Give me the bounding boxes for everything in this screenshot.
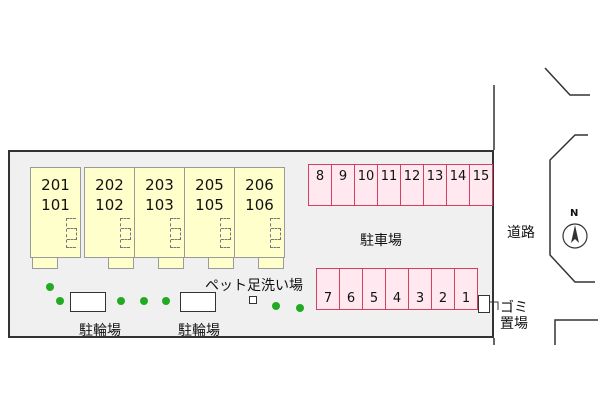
stair-outline bbox=[221, 228, 231, 240]
compass-north-label: N bbox=[570, 208, 579, 219]
unit-number-upper: 205 bbox=[195, 176, 224, 194]
unit-number-lower: 101 bbox=[41, 196, 70, 214]
parking-space: 13 bbox=[423, 164, 447, 206]
parking-space: 8 bbox=[308, 164, 332, 206]
unit-entrance-tab bbox=[158, 257, 184, 269]
parking-space: 10 bbox=[354, 164, 378, 206]
garbage-label-line1: ゴミ bbox=[500, 300, 528, 316]
garbage-label-line2: 置場 bbox=[500, 316, 528, 332]
parking-lot-label: 駐車場 bbox=[360, 233, 402, 249]
parking-space: 5 bbox=[362, 268, 386, 310]
parking-space: 3 bbox=[408, 268, 432, 310]
tree-dot bbox=[56, 297, 64, 305]
parking-space: 9 bbox=[331, 164, 355, 206]
stair-outline bbox=[120, 218, 130, 248]
unit-number-lower: 106 bbox=[245, 196, 274, 214]
tree-dot bbox=[117, 297, 125, 305]
stair-outline bbox=[170, 218, 180, 248]
stair-outline bbox=[270, 218, 280, 248]
parking-space: 1 bbox=[454, 268, 478, 310]
bicycle-parking-left bbox=[70, 292, 106, 312]
parking-space: 4 bbox=[385, 268, 409, 310]
unit-entrance-tab bbox=[108, 257, 134, 269]
unit-entrance-tab bbox=[258, 257, 284, 269]
parking-space: 7 bbox=[316, 268, 340, 310]
tree-dot bbox=[296, 304, 304, 312]
tree-dot bbox=[272, 302, 280, 310]
unit-number-lower: 103 bbox=[145, 196, 174, 214]
tree-dot bbox=[46, 283, 54, 291]
parking-space: 2 bbox=[431, 268, 455, 310]
unit-number-upper: 203 bbox=[145, 176, 174, 194]
unit-number-upper: 206 bbox=[245, 176, 274, 194]
bicycle-parking-left-label: 駐輪場 bbox=[79, 323, 121, 339]
unit-number-upper: 201 bbox=[41, 176, 70, 194]
road-label: 道路 bbox=[507, 225, 535, 241]
stair-outline bbox=[271, 228, 281, 240]
parking-space: 15 bbox=[469, 164, 493, 206]
compass-icon bbox=[562, 223, 588, 249]
unit-number-lower: 105 bbox=[195, 196, 224, 214]
unit-entrance-tab bbox=[208, 257, 234, 269]
unit-number-lower: 102 bbox=[95, 196, 124, 214]
tree-dot bbox=[162, 297, 170, 305]
parking-space: 12 bbox=[400, 164, 424, 206]
stair-outline bbox=[67, 228, 77, 240]
pet-wash-marker bbox=[249, 296, 257, 304]
bicycle-parking-right-label: 駐輪場 bbox=[178, 323, 220, 339]
parking-space: 11 bbox=[377, 164, 401, 206]
stair-outline bbox=[121, 228, 131, 240]
stair-outline bbox=[66, 218, 76, 248]
bicycle-parking-right bbox=[180, 292, 216, 312]
unit-number-upper: 202 bbox=[95, 176, 124, 194]
tree-dot bbox=[140, 297, 148, 305]
garbage-area-box bbox=[478, 295, 490, 313]
pet-wash-label: ペット足洗い場 bbox=[205, 278, 303, 294]
stair-outline bbox=[220, 218, 230, 248]
parking-space: 14 bbox=[446, 164, 470, 206]
stair-outline bbox=[171, 228, 181, 240]
unit-entrance-tab bbox=[32, 257, 58, 269]
parking-space: 6 bbox=[339, 268, 363, 310]
garbage-leader-line bbox=[490, 301, 499, 310]
